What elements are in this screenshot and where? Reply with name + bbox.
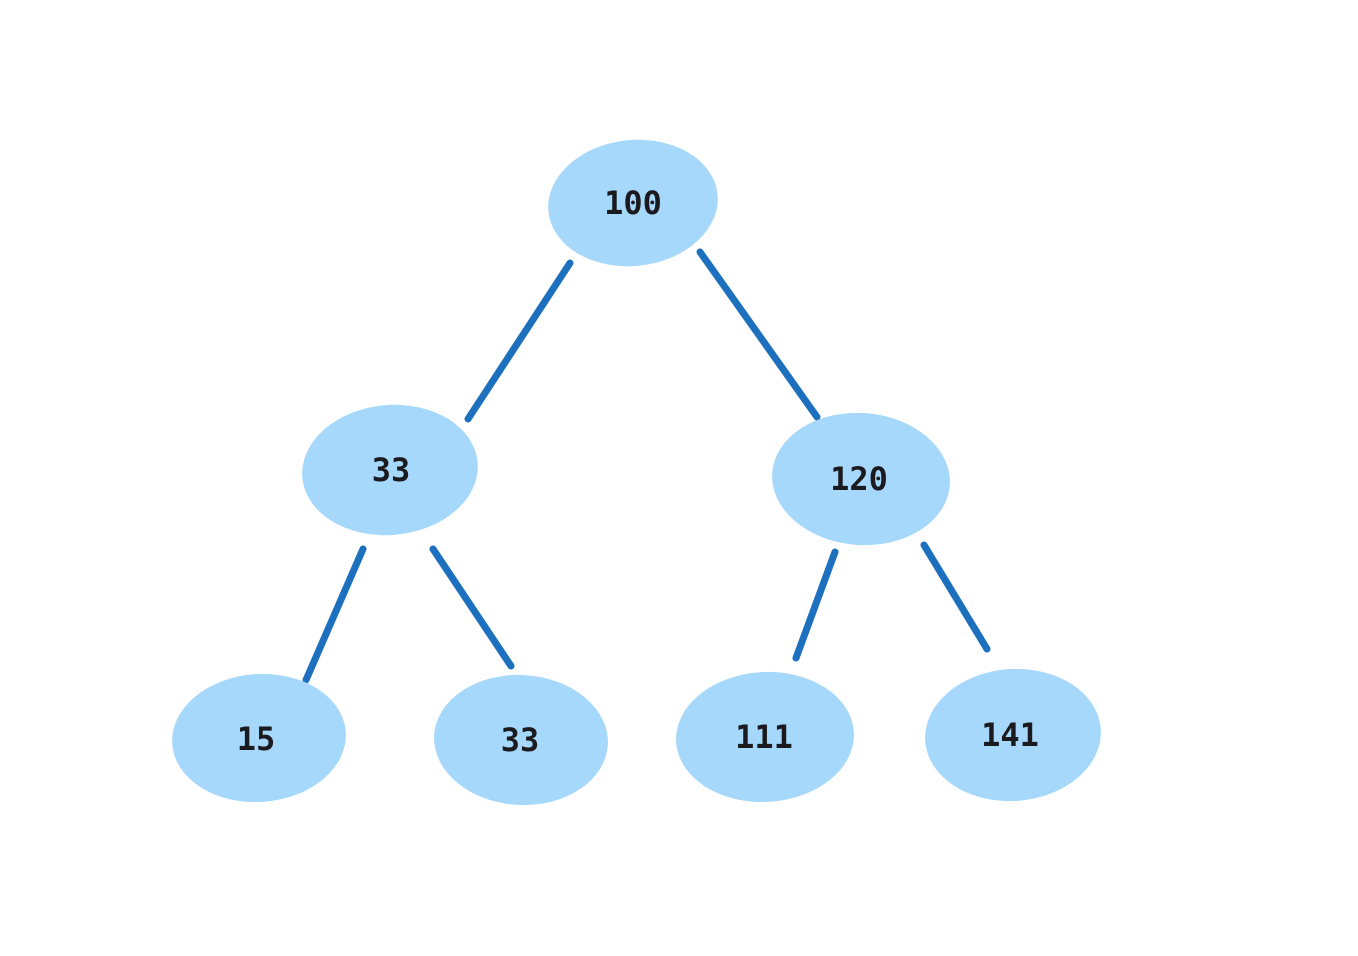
tree-node-left: 33 (302, 404, 478, 536)
node-label: 33 (501, 721, 540, 759)
tree-node-right-left: 111 (676, 671, 854, 803)
nodes-layer: 100 33 120 15 33 111 141 (172, 139, 1101, 806)
tree-node-right: 120 (772, 412, 950, 546)
edge-root-to-left (464, 259, 574, 423)
node-label: 33 (372, 451, 411, 489)
edges-layer (302, 248, 991, 684)
tree-node-right-right: 141 (925, 668, 1101, 802)
edge-right-to-right-left (792, 548, 839, 662)
node-label: 141 (981, 716, 1039, 754)
edge-right-to-right-right (920, 541, 991, 653)
node-bubble (172, 673, 346, 803)
node-bubble (548, 139, 718, 267)
tree-node-left-right: 33 (434, 674, 608, 806)
node-bubble (772, 412, 950, 546)
node-bubble (925, 668, 1101, 802)
node-bubble (434, 674, 608, 806)
edge-left-to-left-left (302, 545, 367, 684)
tree-node-root: 100 (548, 139, 718, 267)
node-label: 120 (830, 460, 888, 498)
node-bubble (676, 671, 854, 803)
node-label: 15 (237, 720, 276, 758)
edge-root-to-right (696, 248, 821, 421)
edge-left-to-left-right (429, 545, 515, 670)
node-label: 111 (735, 718, 793, 756)
tree-node-left-left: 15 (172, 673, 346, 803)
node-label: 100 (604, 184, 662, 222)
node-bubble (302, 404, 478, 536)
